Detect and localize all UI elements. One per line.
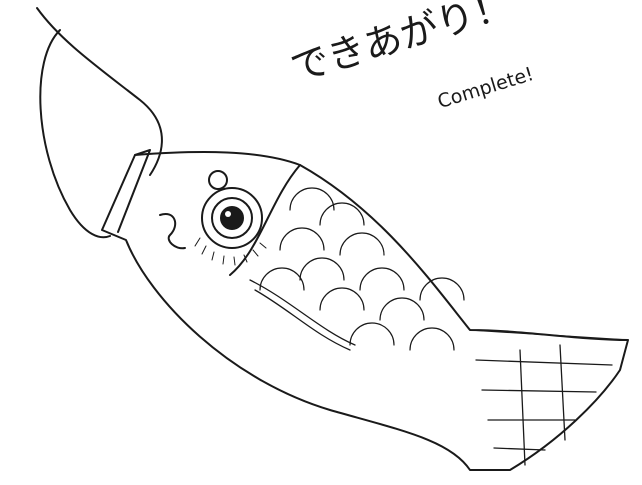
fish-body-outline bbox=[101, 151, 629, 471]
eye-highlight bbox=[225, 211, 231, 217]
string-loop bbox=[39, 29, 111, 239]
gill-curve bbox=[229, 164, 301, 276]
mouth-band bbox=[117, 149, 151, 233]
brow-swirl bbox=[208, 170, 228, 190]
eye-ring bbox=[211, 197, 253, 239]
eye-pupil bbox=[220, 206, 244, 230]
whisker bbox=[159, 213, 186, 250]
string bbox=[36, 7, 163, 176]
eye-outer bbox=[201, 187, 263, 249]
pectoral-fin bbox=[249, 279, 356, 351]
tail-fins bbox=[469, 329, 629, 466]
eye-lashes bbox=[194, 237, 267, 266]
scales bbox=[259, 187, 465, 351]
